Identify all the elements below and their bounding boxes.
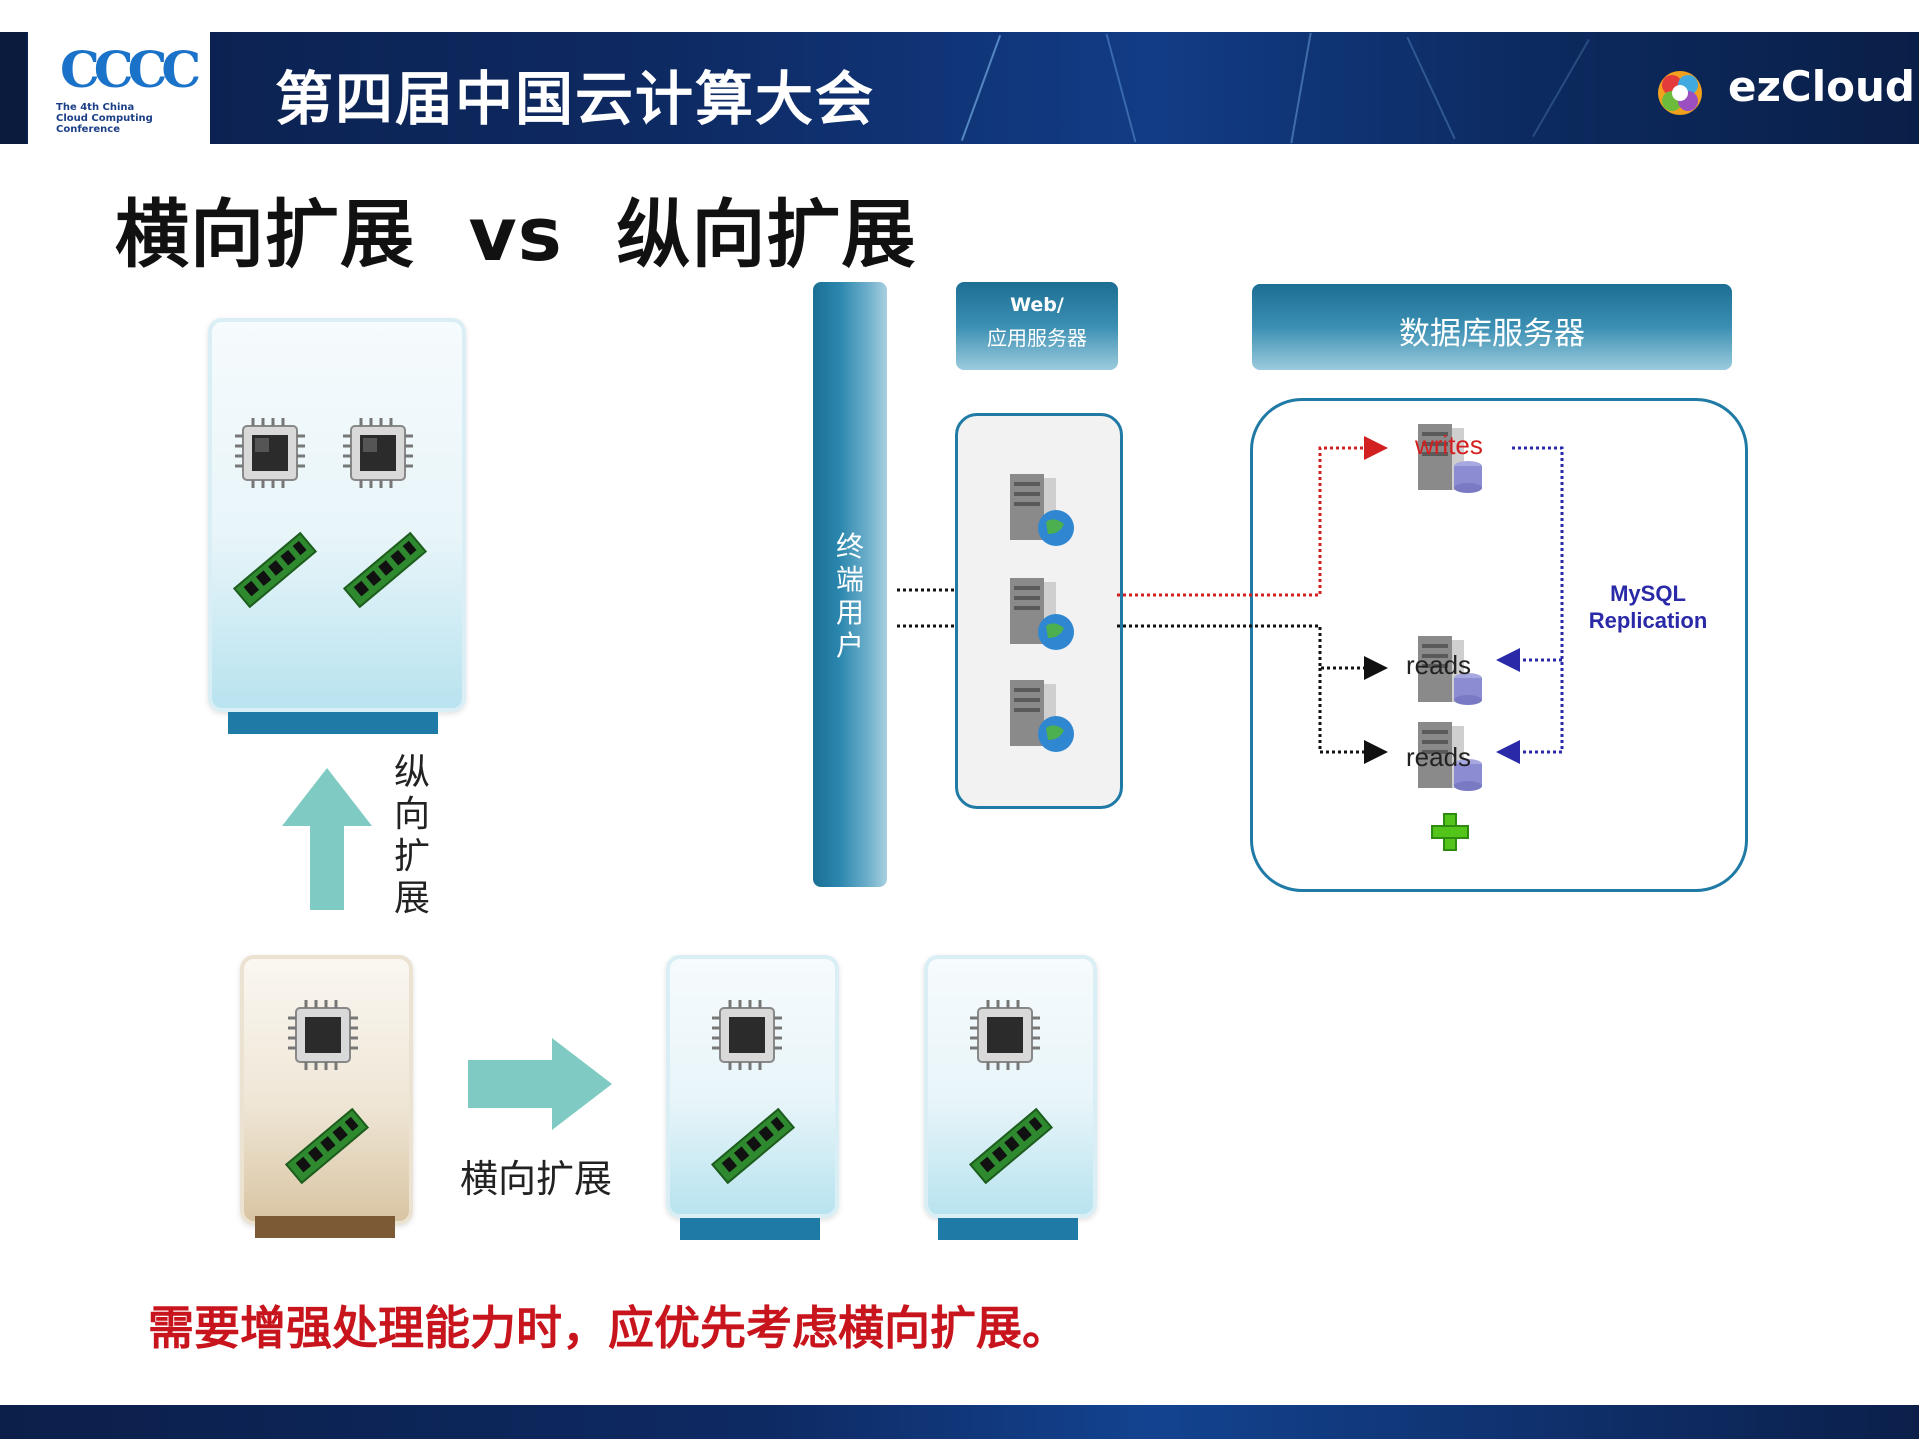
conference-title: 第四届中国云计算大会 [275, 65, 876, 133]
writes-label: writes [1415, 430, 1483, 460]
db-server-icon [1418, 636, 1482, 705]
web-server-icon [1010, 680, 1074, 752]
scaled-up-server-card [208, 318, 466, 712]
db-server-icon [1418, 424, 1482, 493]
conference-logo-subtitle: The 4th China Cloud Computing Conference [56, 102, 153, 135]
reads-label: reads [1406, 650, 1472, 680]
scale-up-arrow-icon [282, 768, 372, 910]
cpu-chip-icon [288, 1000, 358, 1070]
web-app-server-header: Web/ 应用服务器 [956, 282, 1118, 370]
ram-module-icon [710, 1107, 796, 1185]
conclusion-text: 需要增强处理能力时，应优先考虑横向扩展。 [148, 1301, 1068, 1355]
ram-module-icon [284, 1107, 370, 1185]
original-server-base [255, 1216, 395, 1238]
db-server-icon [1418, 722, 1482, 791]
footer-banner [0, 1405, 1919, 1439]
reads-label: reads [1406, 742, 1472, 772]
web-server-icon [1010, 578, 1074, 650]
conference-logo-box [28, 32, 210, 144]
sponsor-logo-text: ezCloud [1728, 62, 1915, 111]
header-banner [0, 32, 1919, 144]
scaled-out-server-card [924, 955, 1097, 1218]
scaled-out-server-base [680, 1218, 820, 1240]
slide-title: 横向扩展 vs 纵向扩展 [115, 192, 917, 278]
mysql-replication-label: MySQL Replication [1588, 581, 1708, 633]
ezcloud-logo-icon [1658, 71, 1702, 115]
scaled-out-server-card [666, 955, 839, 1218]
ram-module-icon [342, 531, 428, 609]
database-server-header: 数据库服务器 [1252, 284, 1732, 370]
cpu-chip-icon [970, 1000, 1040, 1070]
end-user-bar [813, 282, 887, 887]
ram-module-icon [968, 1107, 1054, 1185]
add-server-plus-icon [1431, 813, 1469, 851]
web-header-line2: 应用服务器 [987, 326, 1087, 350]
scaled-out-server-base [938, 1218, 1078, 1240]
scaled-up-server-base [228, 712, 438, 734]
database-header-label: 数据库服务器 [1399, 316, 1585, 352]
scale-out-arrow-icon [468, 1038, 612, 1130]
cpu-chip-icon [712, 1000, 782, 1070]
cpu-chip-icon [343, 418, 413, 488]
vertical-scale-label: 纵 向 扩 展 [393, 752, 430, 919]
horizontal-scale-label: 横向扩展 [460, 1157, 613, 1201]
web-header-line1: Web/ [1010, 294, 1064, 316]
ram-module-icon [232, 531, 318, 609]
cpu-chip-icon [235, 418, 305, 488]
web-server-icon [1010, 474, 1074, 546]
banner-left-edge [0, 32, 26, 144]
conference-logo: CCCC [60, 40, 201, 99]
database-server-group [1250, 398, 1748, 892]
end-user-label: 终 端 用 户 [835, 530, 864, 662]
